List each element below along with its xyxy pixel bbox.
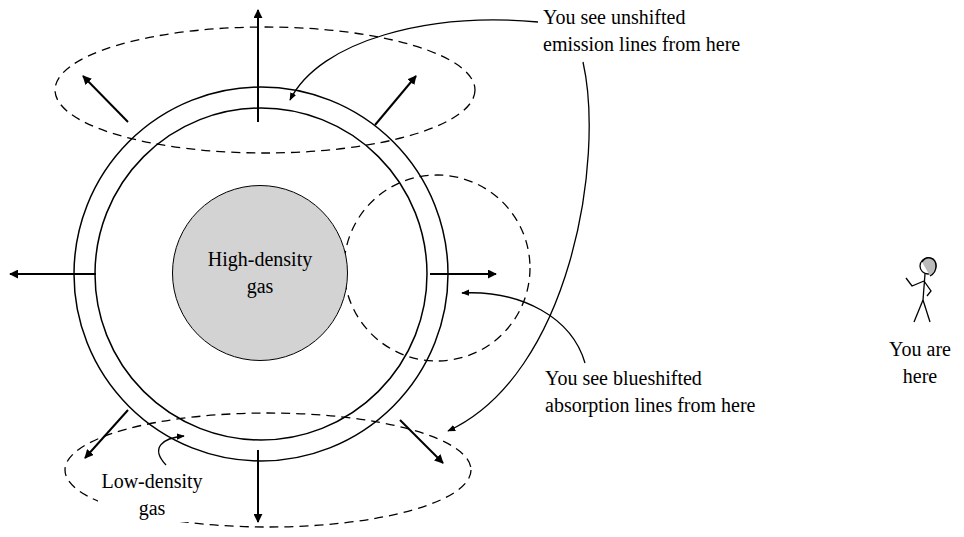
text-line: absorption lines from here (545, 392, 756, 419)
text-line: emission lines from here (543, 31, 740, 58)
callout-text: You see blueshifted absorption lines fro… (545, 365, 756, 419)
observer-label: You are here (889, 336, 951, 390)
absorption-region (344, 175, 530, 361)
text-line: here (889, 363, 951, 390)
text-line: You see blueshifted (545, 365, 756, 392)
leader-lines (159, 20, 590, 465)
emission-region (65, 413, 471, 527)
observer-figure (906, 258, 936, 322)
text-line: gas (101, 495, 202, 522)
dense-core-circle: High-density gas (172, 185, 348, 361)
callout-text: You see unshifted emission lines from he… (543, 4, 740, 58)
text-line: You are (889, 336, 951, 363)
outer-shell (74, 87, 448, 461)
text-line: You see unshifted (543, 4, 740, 31)
text-line: High-density (208, 246, 312, 273)
node-text: High-density gas (208, 246, 312, 300)
emission-region (55, 27, 475, 153)
inner-shell (95, 108, 427, 440)
region-label: Low-density gas (98, 468, 205, 522)
outflow-arrows (10, 10, 496, 522)
text-line: gas (208, 273, 312, 300)
text-line: Low-density (101, 468, 202, 495)
